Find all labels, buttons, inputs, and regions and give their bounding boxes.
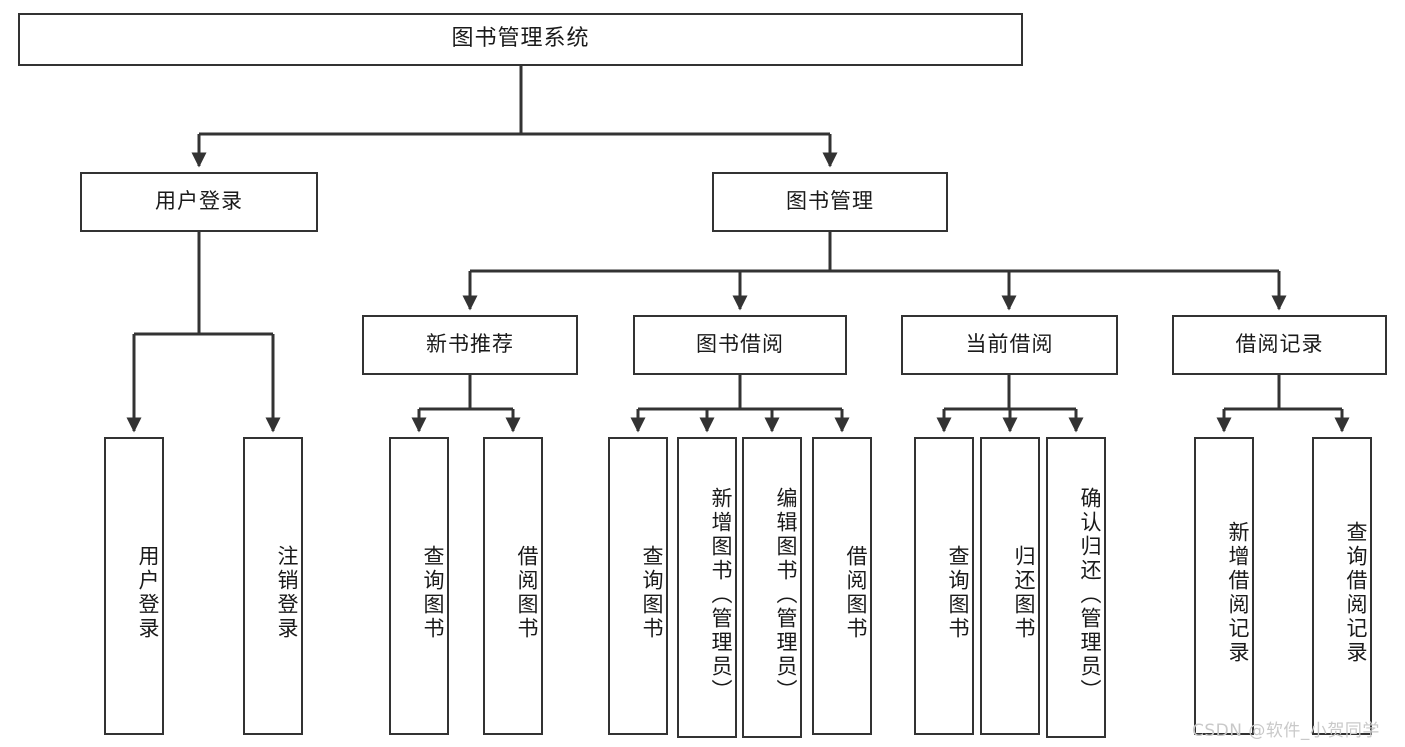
edge-group-current-borrow (936, 375, 1084, 433)
node-leaf-query-book-rec[interactable]: 查询图书 (389, 437, 449, 735)
node-leaf-borrow-book[interactable]: 借阅图书 (812, 437, 872, 735)
node-borrow-record[interactable]: 借阅记录 (1172, 315, 1387, 375)
edge-group-root (191, 66, 838, 168)
node-leaf-query-borrow-record[interactable]: 查询借阅记录 (1312, 437, 1372, 735)
node-leaf-add-borrow-record[interactable]: 新增借阅记录 (1194, 437, 1254, 735)
node-new-book-recommend[interactable]: 新书推荐 (362, 315, 578, 375)
node-leaf-return-book[interactable]: 归还图书 (980, 437, 1040, 735)
node-root-book-management-system[interactable]: 图书管理系统 (18, 13, 1023, 66)
node-leaf-edit-book-admin[interactable]: 编辑图书（管理员） (742, 437, 802, 738)
node-leaf-user-login[interactable]: 用户登录 (104, 437, 164, 735)
node-leaf-query-book-borrow[interactable]: 查询图书 (608, 437, 668, 735)
node-leaf-add-book-admin[interactable]: 新增图书（管理员） (677, 437, 737, 738)
edge-group-book-manage (462, 232, 1287, 311)
node-leaf-user-logout[interactable]: 注销登录 (243, 437, 303, 735)
node-current-borrow[interactable]: 当前借阅 (901, 315, 1118, 375)
edge-group-borrow-record (1216, 375, 1350, 433)
node-leaf-confirm-return-admin[interactable]: 确认归还（管理员） (1046, 437, 1106, 738)
node-book-borrow[interactable]: 图书借阅 (633, 315, 847, 375)
edge-group-new-book-rec (411, 375, 521, 433)
edge-group-user-login (126, 232, 281, 433)
node-leaf-query-book-current[interactable]: 查询图书 (914, 437, 974, 735)
csdn-watermark: CSDN @软件_小贺同学 (1192, 721, 1380, 741)
node-user-login[interactable]: 用户登录 (80, 172, 318, 232)
node-leaf-borrow-book-rec[interactable]: 借阅图书 (483, 437, 543, 735)
node-book-management[interactable]: 图书管理 (712, 172, 948, 232)
edge-group-book-borrow (630, 375, 850, 433)
